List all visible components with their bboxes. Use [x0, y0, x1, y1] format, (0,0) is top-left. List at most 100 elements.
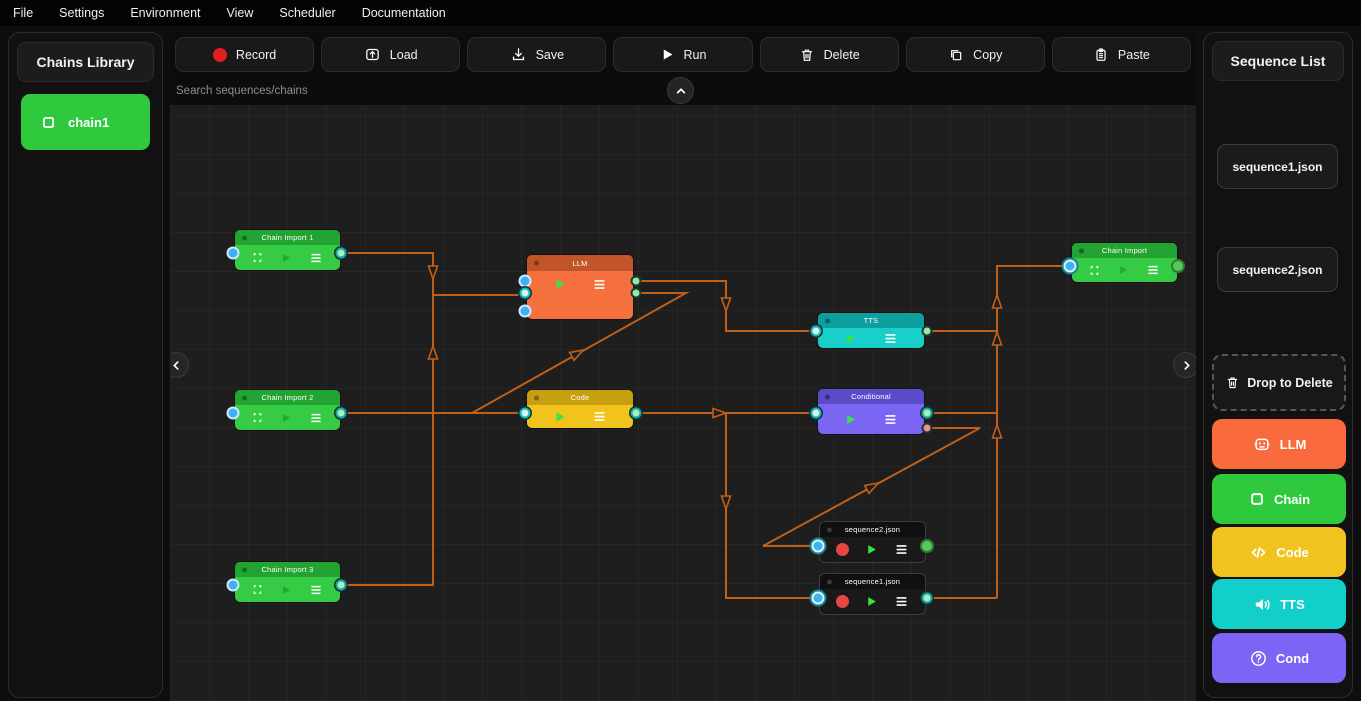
copy-button[interactable]: Copy [905, 37, 1045, 72]
node-sequence2[interactable]: sequence2.json [820, 522, 925, 562]
conditional-output-port-false[interactable] [921, 422, 933, 434]
load-button[interactable]: Load [321, 37, 461, 72]
expand-icon[interactable] [1089, 265, 1100, 276]
llm-output-port-top[interactable] [630, 275, 642, 287]
menu-icon[interactable] [309, 583, 323, 597]
play-icon[interactable] [553, 410, 567, 424]
node-dot [534, 395, 539, 400]
menu-settings[interactable]: Settings [59, 6, 105, 20]
palette-chain[interactable]: Chain [1212, 474, 1346, 524]
pan-left-button[interactable] [170, 352, 189, 378]
menu-icon[interactable] [894, 594, 909, 609]
chain-import-3-input-port[interactable] [226, 578, 240, 592]
menu-icon[interactable] [883, 331, 898, 346]
chain-import-output-port[interactable] [1171, 259, 1185, 273]
menu-icon[interactable] [309, 411, 323, 425]
sequence1-input-port[interactable] [811, 591, 825, 605]
menu-file[interactable]: File [13, 6, 34, 20]
menu-icon[interactable] [592, 277, 607, 292]
llm-input-port-mid[interactable] [519, 287, 531, 299]
play-icon[interactable] [280, 412, 292, 424]
menu-view[interactable]: View [226, 6, 254, 20]
node-sequence1[interactable]: sequence1.json [820, 574, 925, 614]
conditional-input-port[interactable] [810, 407, 822, 419]
menu-icon[interactable] [1146, 263, 1160, 277]
edge-arrows [427, 265, 1003, 512]
menu-scheduler[interactable]: Scheduler [279, 6, 336, 20]
chain-import-2-output-port[interactable] [335, 407, 347, 419]
sequence2-output-port[interactable] [920, 539, 934, 553]
search-input[interactable] [170, 84, 490, 97]
menu-icon[interactable] [894, 542, 909, 557]
node-chain-import[interactable]: Chain Import [1072, 243, 1177, 282]
drop-to-delete-zone[interactable]: Drop to Delete [1212, 354, 1346, 411]
tts-output-port[interactable] [921, 325, 933, 337]
conditional-output-port-true[interactable] [921, 407, 933, 419]
node-canvas[interactable]: Chain Import 1 Chain Import 2 Chain Impo… [170, 105, 1196, 701]
sequence1-output-port[interactable] [921, 592, 933, 604]
llm-input-port-bottom[interactable] [518, 304, 532, 318]
chain-import-1-output-port[interactable] [335, 247, 347, 259]
play-icon[interactable] [280, 252, 292, 264]
chain-import-2-input-port[interactable] [226, 406, 240, 420]
record-icon[interactable] [836, 543, 849, 556]
sequence-item-2[interactable]: sequence2.json [1217, 247, 1338, 292]
menu-icon[interactable] [883, 412, 898, 427]
tts-input-port[interactable] [810, 325, 822, 337]
node-llm[interactable]: LLM [527, 255, 633, 319]
play-icon[interactable] [844, 413, 857, 426]
play-icon[interactable] [280, 584, 292, 596]
chains-library-title-text: Chains Library [36, 54, 135, 70]
node-code[interactable]: Code [527, 390, 633, 428]
palette-tts[interactable]: TTS [1212, 579, 1346, 629]
edge [996, 265, 1068, 598]
node-dot [827, 579, 832, 584]
delete-button[interactable]: Delete [759, 37, 899, 72]
play-icon [660, 47, 675, 62]
record-icon[interactable] [836, 595, 849, 608]
palette-cond[interactable]: Cond [1212, 633, 1346, 683]
menu-icon[interactable] [309, 251, 323, 265]
menu-documentation[interactable]: Documentation [361, 6, 446, 20]
expand-icon[interactable] [252, 252, 263, 263]
paste-button[interactable]: Paste [1051, 37, 1191, 72]
edge [341, 252, 523, 296]
play-icon[interactable] [553, 277, 567, 291]
node-tts[interactable]: TTS [818, 313, 924, 348]
play-icon[interactable] [1117, 264, 1129, 276]
play-icon[interactable] [865, 595, 878, 608]
chain-import-1-input-port[interactable] [226, 246, 240, 260]
save-button[interactable]: Save [467, 37, 607, 72]
play-icon[interactable] [844, 332, 857, 345]
llm-output-port-bottom[interactable] [630, 287, 642, 299]
play-icon[interactable] [865, 543, 878, 556]
record-label: Record [235, 47, 277, 62]
node-chain-import-1[interactable]: Chain Import 1 [235, 230, 340, 270]
chevron-left-icon [170, 358, 184, 373]
menu-icon[interactable] [592, 409, 607, 424]
record-button[interactable]: Record [175, 37, 315, 72]
expand-icon[interactable] [252, 412, 263, 423]
sequence-item-1[interactable]: sequence1.json [1217, 144, 1338, 189]
palette-llm[interactable]: LLM [1212, 419, 1346, 469]
toolbar: Record Load Save Run Delete Copy Paste [170, 32, 1196, 76]
sequence2-input-port[interactable] [811, 539, 825, 553]
code-input-port[interactable] [519, 407, 531, 419]
palette-code[interactable]: Code [1212, 527, 1346, 577]
sequence-item-label: sequence2.json [1232, 262, 1323, 277]
chain-import-input-port[interactable] [1063, 259, 1077, 273]
code-output-port[interactable] [630, 407, 642, 419]
node-chain-import-2[interactable]: Chain Import 2 [235, 390, 340, 430]
pan-right-button[interactable] [1173, 352, 1196, 378]
llm-input-port-top[interactable] [518, 274, 532, 288]
node-chain-import-3[interactable]: Chain Import 3 [235, 562, 340, 602]
collapse-toolbar-button[interactable] [667, 77, 694, 104]
palette-label: Cond [1275, 650, 1310, 666]
menu-environment[interactable]: Environment [130, 6, 201, 20]
chain-item-chain1[interactable]: chain1 [21, 94, 150, 150]
node-conditional[interactable]: Conditional [818, 389, 924, 434]
expand-icon[interactable] [252, 584, 263, 595]
chevron-right-icon [1179, 358, 1194, 373]
chain-import-3-output-port[interactable] [335, 579, 347, 591]
run-button[interactable]: Run [613, 37, 753, 72]
